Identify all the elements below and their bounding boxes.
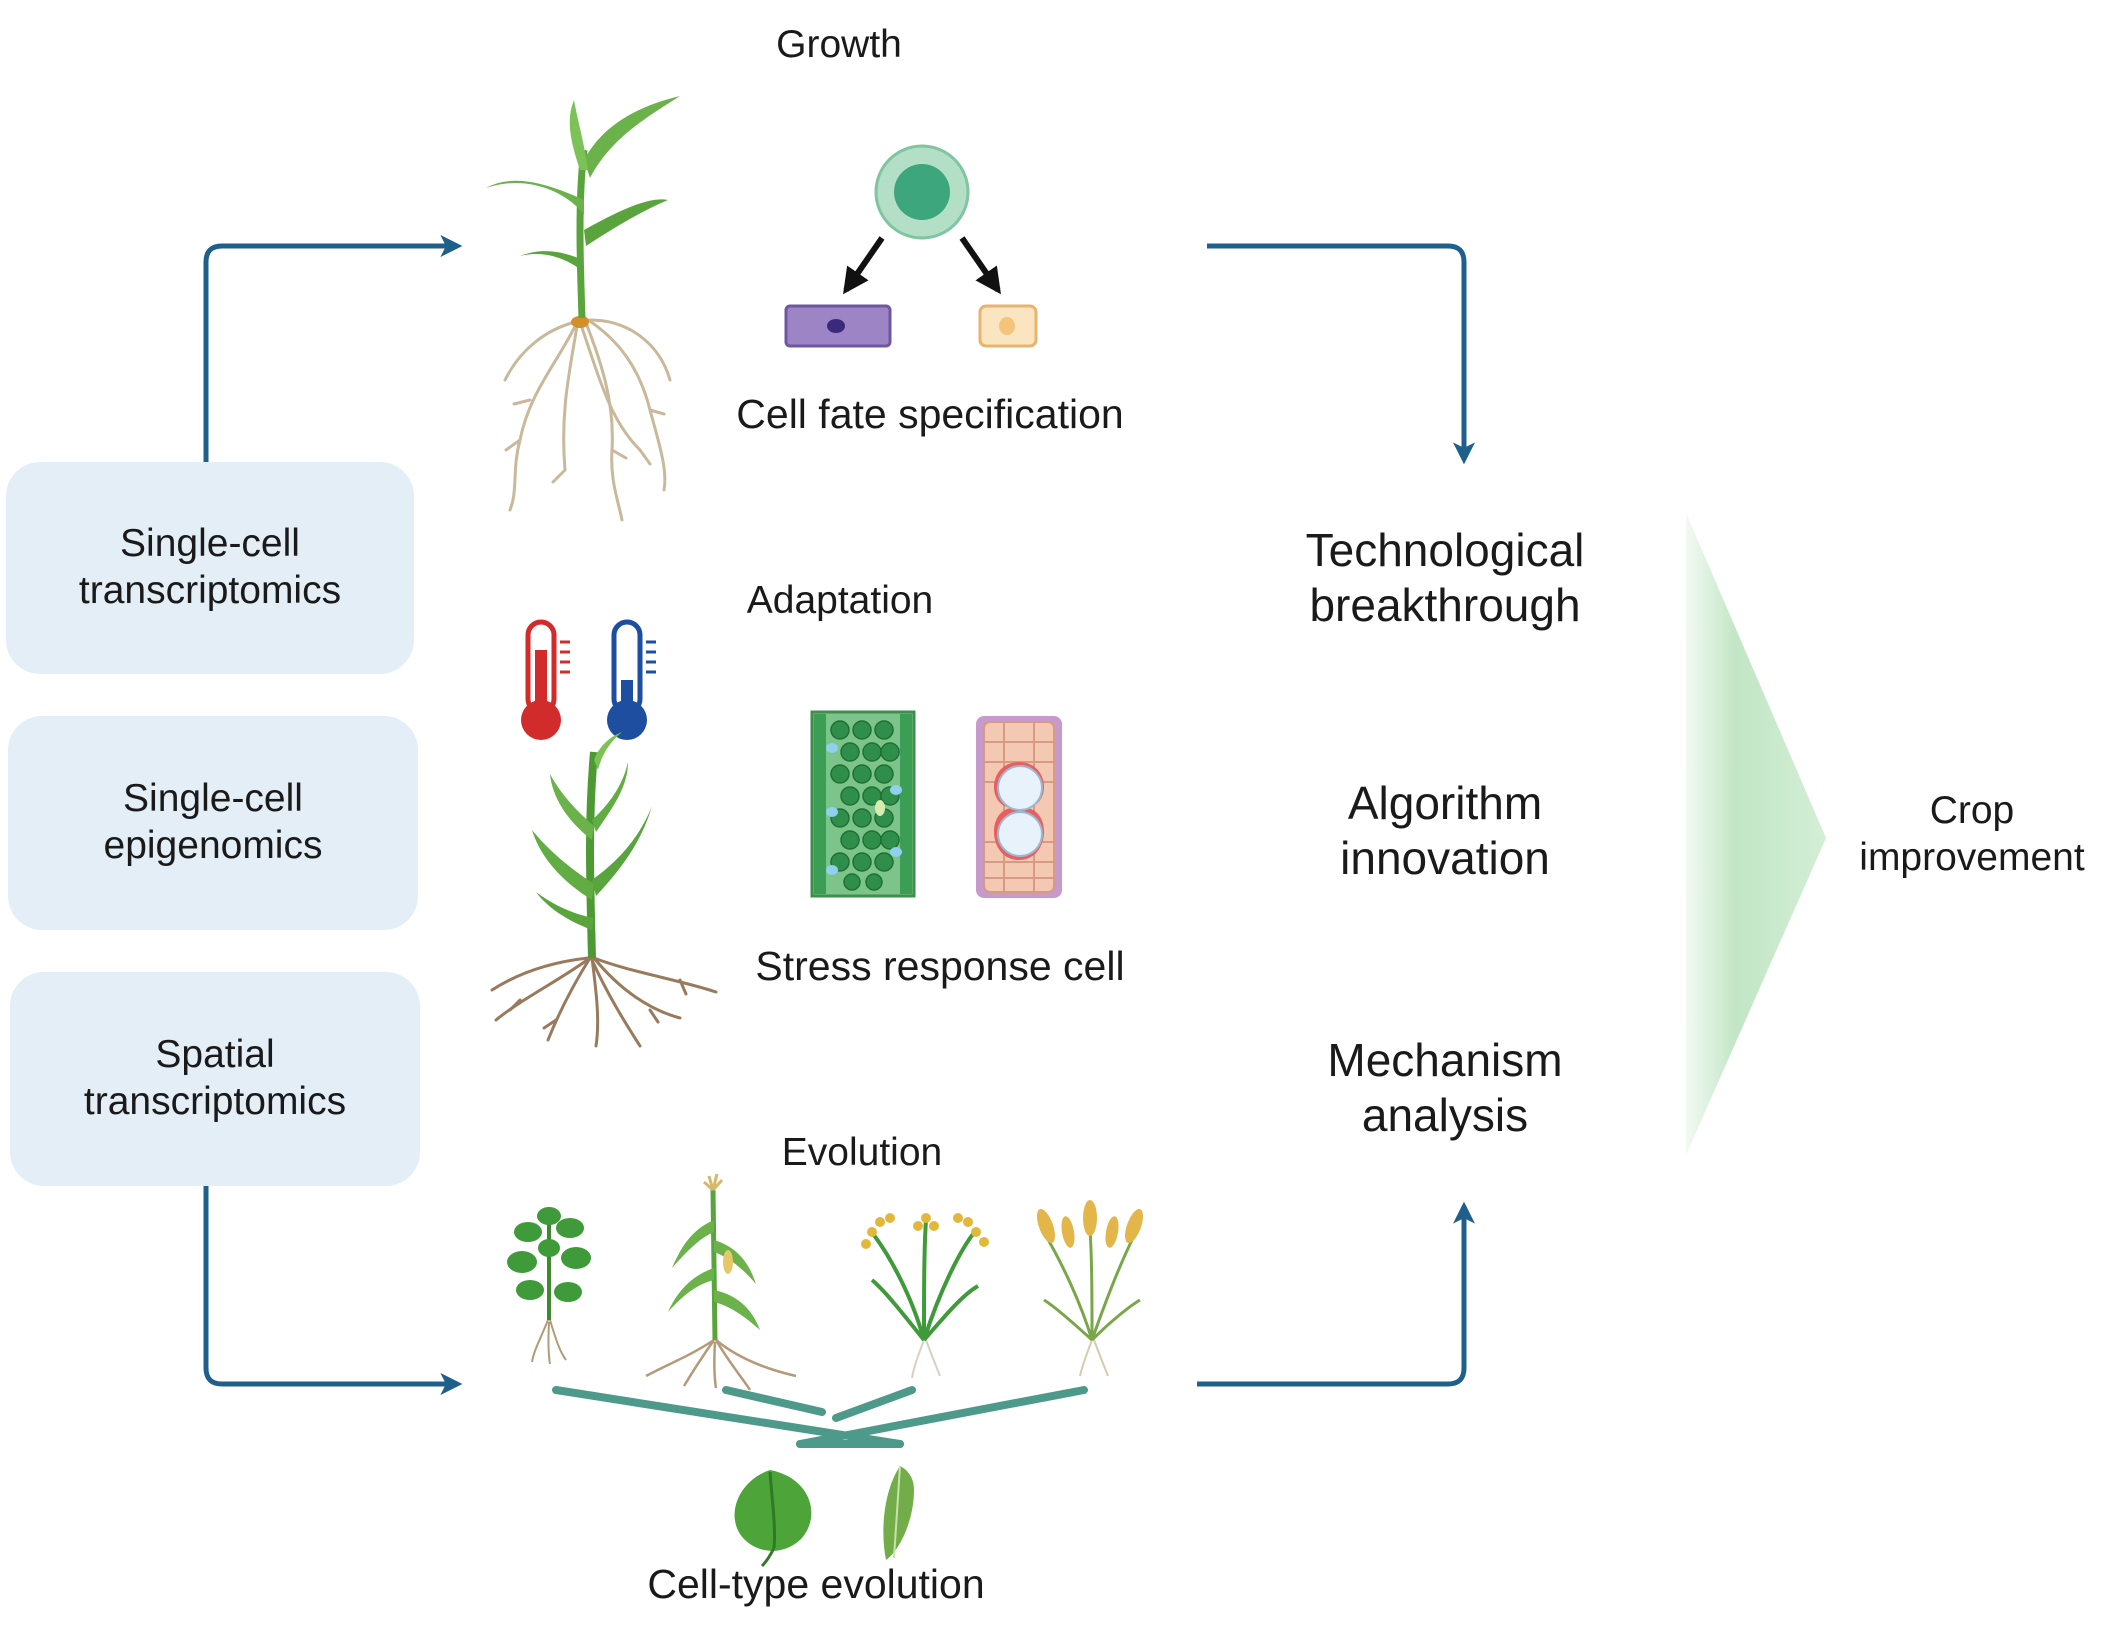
maize-icon (645, 1173, 797, 1391)
goal-label: Crop improvement (1830, 738, 2114, 932)
maize-plant-icon (486, 96, 680, 522)
outcome-label-2-line2: innovation (1340, 832, 1550, 884)
big-arrow-shape (1686, 513, 1826, 1155)
evolution-title: Evolution (781, 1131, 943, 1174)
adaptation-title: Adaptation (746, 579, 934, 622)
method-label-1-line2: transcriptomics (78, 569, 342, 612)
outcome-label-2: Algorithm innovation (1238, 724, 1652, 938)
method-box-spatial-transcriptomics: Spatial transcriptomics (10, 972, 420, 1186)
growth-title: Growth (776, 23, 902, 66)
rice-icon (861, 1213, 989, 1379)
goal-label-line1: Crop (1929, 789, 2015, 833)
arrow-growth-to-outcomes (1207, 243, 1475, 465)
outcome-label-3-line2: analysis (1361, 1089, 1529, 1141)
wheat-icon (1036, 1200, 1144, 1377)
method-label-2-line2: epigenomics (103, 824, 323, 867)
purple-cell-icon (784, 304, 892, 348)
dicot-leaf-icon (734, 1470, 812, 1568)
method-label-2-line1: Single-cell (123, 777, 303, 821)
soybean-icon (507, 1207, 591, 1365)
outcome-label-2-line1: Algorithm (1347, 776, 1543, 829)
growth-caption: Cell fate specification (736, 391, 1124, 437)
method-box-single-cell-epigenomics: Single-cell epigenomics (8, 716, 418, 930)
outcome-label-1-line1: Technological (1305, 523, 1585, 576)
method-label-1-line1: Single-cell (120, 522, 300, 566)
adaptation-maize-icon (490, 732, 718, 1048)
cold-thermometer-icon (607, 619, 656, 740)
arrow-methods-to-growth (203, 235, 463, 462)
outcome-label-1-line2: breakthrough (1309, 579, 1581, 631)
outcome-label-3-line1: Mechanism (1327, 1033, 1563, 1086)
vascular-bundle-icon (976, 716, 1062, 898)
goal-label-line2: improvement (1859, 836, 2085, 879)
method-label-3-line2: transcriptomics (83, 1080, 347, 1123)
evolution-caption: Cell-type evolution (647, 1561, 985, 1607)
hot-thermometer-icon (521, 619, 570, 740)
phylogenetic-tree-icon (552, 1386, 1088, 1448)
method-box-single-cell-transcriptomics: Single-cell transcriptomics (6, 462, 414, 674)
flow-arrows (203, 235, 1475, 1395)
leaf-tissue-icon (810, 710, 916, 898)
adaptation-caption: Stress response cell (755, 943, 1125, 989)
method-label-3-line1: Spatial (155, 1033, 275, 1077)
arrow-evolution-to-outcomes (1197, 1201, 1475, 1387)
orange-cell-icon (978, 304, 1038, 348)
outcome-label-1: Technological breakthrough (1238, 470, 1652, 686)
stem-cell-icon (874, 144, 970, 240)
arrow-methods-to-evolution (203, 1186, 463, 1395)
outcome-label-3: Mechanism analysis (1238, 980, 1652, 1196)
monocot-leaf-icon (883, 1465, 914, 1560)
